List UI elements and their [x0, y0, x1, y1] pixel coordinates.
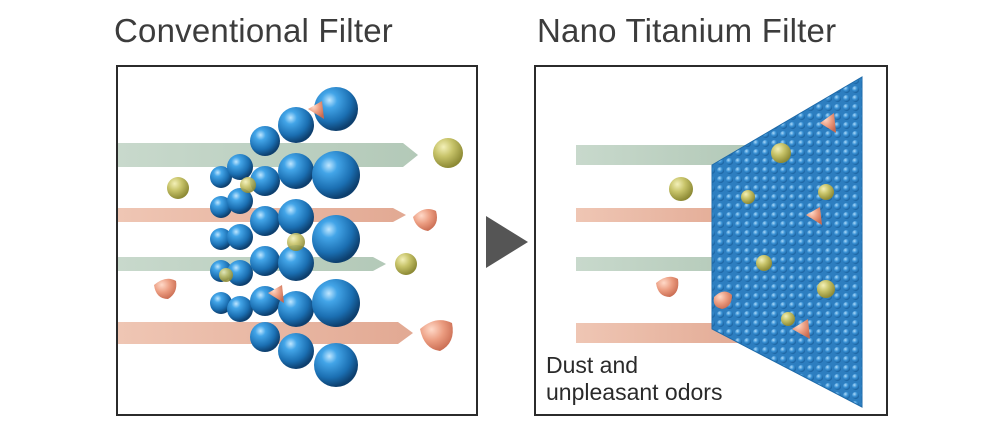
nano-mesh-filter — [711, 76, 863, 408]
air-stream-green — [576, 257, 746, 271]
air-stream-green — [576, 145, 746, 165]
caption-line-2: unpleasant odors — [546, 379, 723, 405]
odor-particle — [413, 209, 437, 231]
conventional-filter-title: Conventional Filter — [114, 12, 393, 49]
trapped-particles — [219, 101, 324, 303]
play-triangle-arrow-icon — [486, 216, 528, 268]
incoming-particles — [656, 177, 693, 297]
particle-caption: Dust and unpleasant odors — [546, 352, 722, 406]
odor-particle — [420, 320, 453, 351]
nano-titanium-filter-illustration: Dust and unpleasant odors — [546, 76, 863, 408]
conventional-filter-illustration — [118, 87, 463, 387]
air-stream-peach — [576, 323, 756, 343]
odor-particle — [656, 276, 679, 297]
trapped-particles — [713, 113, 836, 339]
odor-particle — [154, 278, 177, 299]
nano-titanium-filter-title: Nano Titanium Filter — [537, 12, 837, 49]
dust-particle — [167, 177, 189, 199]
dust-particle — [669, 177, 693, 201]
dust-particle — [395, 253, 417, 275]
filter-balls — [210, 87, 360, 387]
conventional-filter-panel — [116, 65, 478, 416]
dust-particle — [433, 138, 463, 168]
air-stream-peach — [576, 208, 746, 222]
incoming-particles — [154, 177, 189, 299]
nano-titanium-filter-panel: Dust and unpleasant odors — [534, 65, 888, 416]
air-streams — [576, 145, 756, 343]
escaping-particles — [395, 138, 463, 351]
caption-line-1: Dust and — [546, 352, 639, 378]
